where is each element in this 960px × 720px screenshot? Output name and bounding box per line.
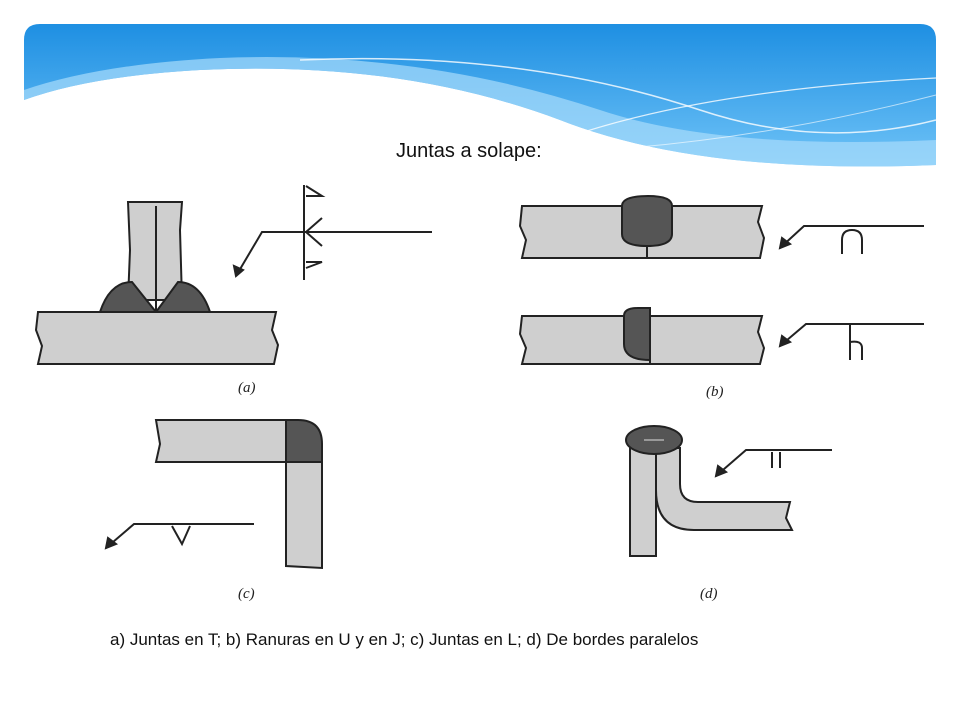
- panel-b-u-groove: [518, 194, 766, 259]
- panel-d-label: (d): [700, 586, 718, 602]
- panel-c-weld-symbol: [104, 523, 254, 550]
- panel-a-weld-symbol: [232, 185, 432, 280]
- welding-joints-figure: (a) (b) (c) (d): [34, 185, 924, 602]
- panel-b-label: (b): [706, 384, 724, 400]
- slide-title: Juntas a solape:: [396, 140, 542, 162]
- panel-d-weld-symbol: [714, 449, 832, 478]
- panel-a-t-joint: [34, 201, 280, 365]
- panel-c-l-joint: [154, 419, 323, 570]
- panel-a-label: (a): [238, 380, 256, 396]
- panel-d-edge-joint: [625, 425, 794, 557]
- figure-caption: a) Juntas en T; b) Ranuras en U y en J; …: [110, 630, 699, 649]
- panel-b-j-symbol: [778, 323, 924, 360]
- panel-c-label: (c): [238, 586, 255, 602]
- panel-b-j-groove: [518, 307, 766, 365]
- header-banner: [24, 24, 937, 167]
- panel-b-u-symbol: [778, 225, 924, 254]
